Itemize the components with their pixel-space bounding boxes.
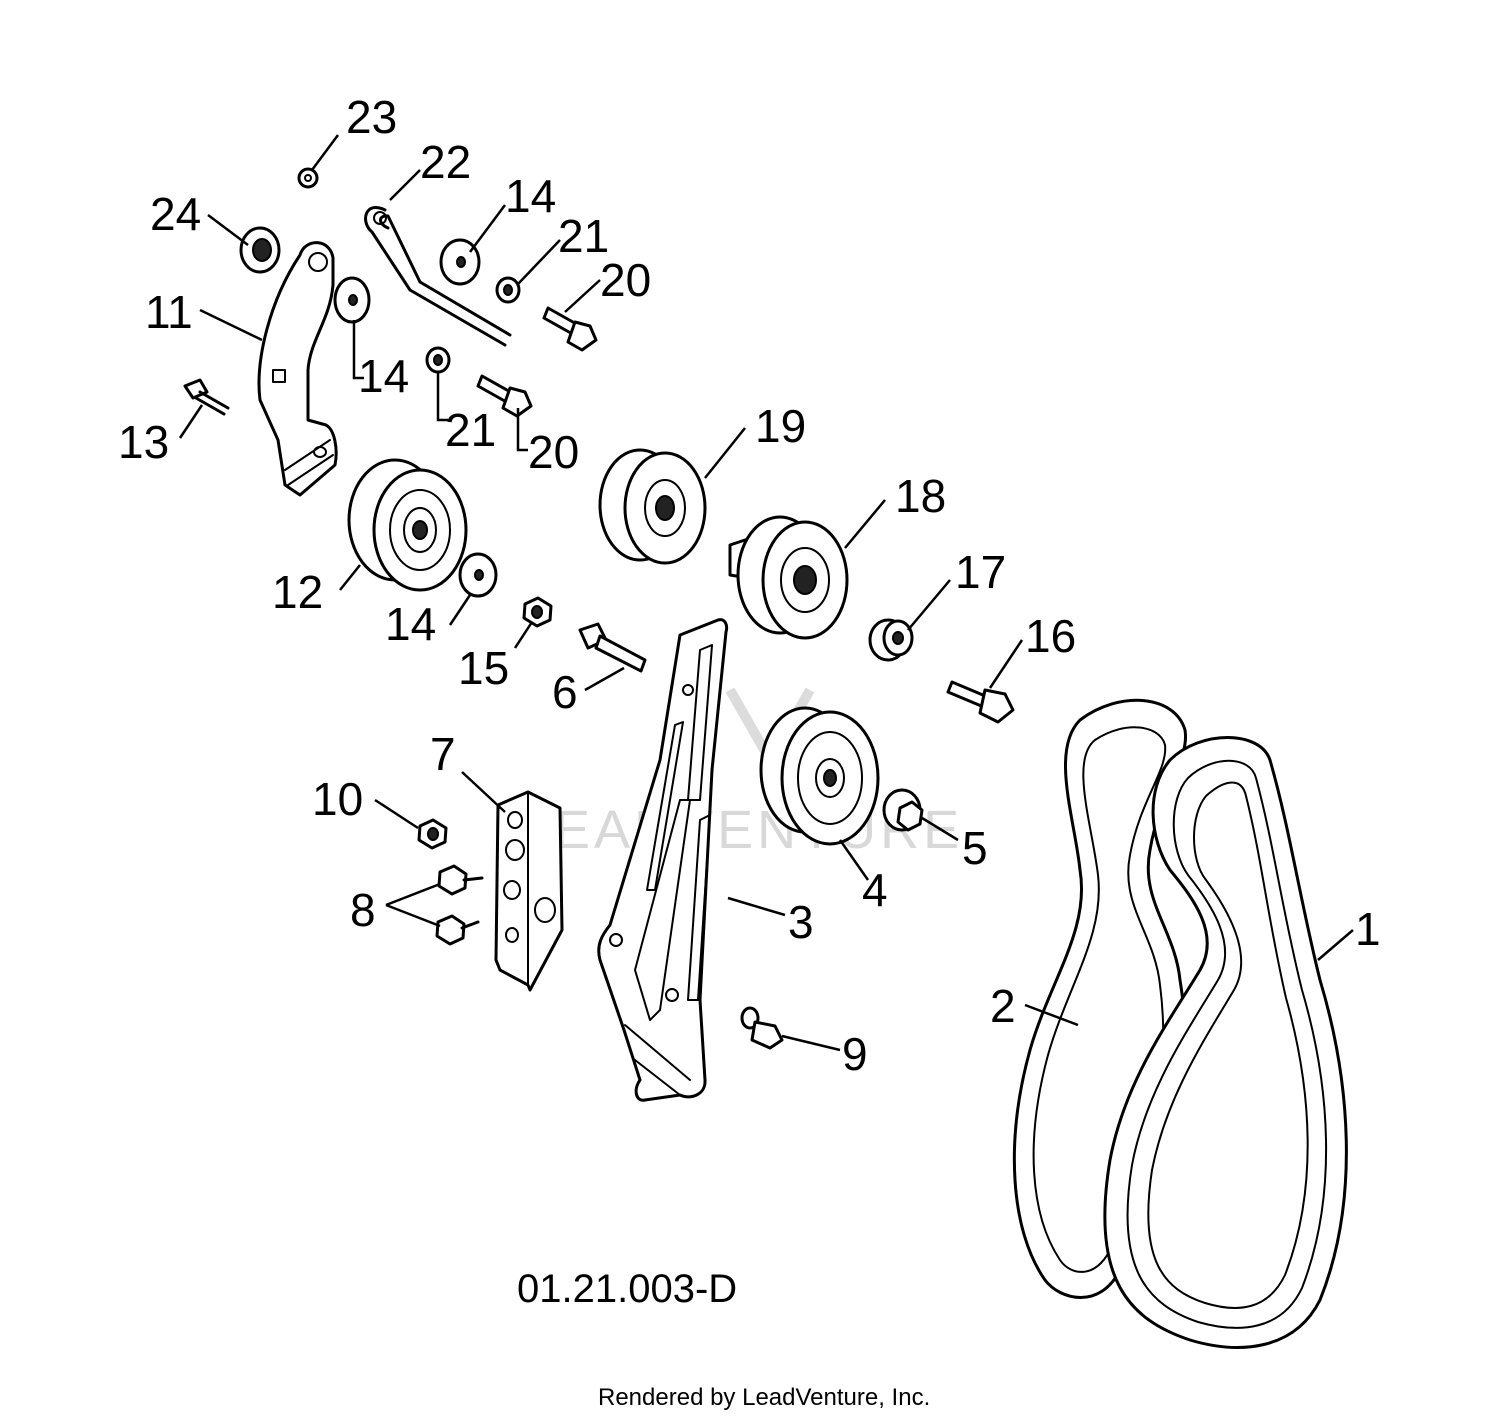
callout-8: 8 — [350, 884, 376, 936]
part-22-rod — [364, 206, 512, 347]
callout-13: 13 — [118, 416, 169, 468]
part-3-bracket — [597, 618, 729, 1102]
part-14-washer-low — [458, 552, 498, 598]
callout-15: 15 — [458, 642, 509, 694]
callout-4: 4 — [862, 864, 888, 916]
callout-14-low: 14 — [385, 598, 436, 650]
part-14-washer-mid — [333, 276, 371, 324]
part-12-pulley — [347, 458, 468, 592]
part-16-bolt — [946, 680, 1015, 724]
part-11-idler-arm — [257, 241, 338, 497]
part-21-nut-mid — [425, 346, 451, 374]
part-24-bushing — [239, 226, 281, 274]
callout-2: 2 — [990, 980, 1016, 1032]
part-15-nut — [522, 596, 553, 628]
callout-23: 23 — [346, 91, 397, 143]
callout-18: 18 — [895, 470, 946, 522]
callout-21-mid: 21 — [445, 404, 496, 456]
callout-21-top: 21 — [558, 210, 609, 262]
part-10-nut — [417, 818, 448, 850]
callout-20-mid: 20 — [528, 426, 579, 478]
part-13-bolt — [183, 378, 230, 416]
callout-14-top: 14 — [505, 170, 556, 222]
callout-22: 22 — [420, 136, 471, 188]
callout-7: 7 — [430, 728, 456, 780]
part-9-pin — [740, 1006, 784, 1050]
callout-10: 10 — [312, 773, 363, 825]
watermark: LEADVENTURE — [520, 687, 959, 860]
leader-lines — [178, 134, 1354, 1052]
callout-20-top: 20 — [600, 254, 651, 306]
part-23-lock-washer — [297, 167, 319, 189]
part-19-pulley — [598, 448, 707, 565]
callout-19: 19 — [755, 400, 806, 452]
callout-16: 16 — [1025, 610, 1076, 662]
part-20-bolt-mid — [476, 374, 533, 418]
part-5-nut — [882, 788, 924, 832]
callout-14-mid: 14 — [358, 350, 409, 402]
callout-17: 17 — [955, 546, 1006, 598]
callout-6: 6 — [552, 666, 578, 718]
callout-12: 12 — [272, 566, 323, 618]
callout-5: 5 — [962, 822, 988, 874]
callout-3: 3 — [788, 896, 814, 948]
callout-9: 9 — [842, 1028, 868, 1080]
part-4-pulley — [759, 706, 880, 846]
part-1-belt — [1103, 736, 1348, 1349]
part-8-bolt-upper — [437, 864, 484, 896]
callout-11: 11 — [145, 286, 193, 338]
part-7-plate — [494, 790, 564, 992]
part-20-bolt-top — [542, 306, 598, 352]
part-8-bolt-lower — [435, 914, 480, 946]
drawing-id: 01.21.003-D — [517, 1267, 737, 1311]
credit-text: Rendered by LeadVenture, Inc. — [598, 1384, 930, 1411]
part-21-nut-top — [495, 276, 521, 304]
part-6-bolt — [578, 622, 647, 673]
callout-1: 1 — [1355, 903, 1381, 955]
part-17-spacer — [868, 618, 914, 662]
callouts: 23 22 24 14 21 20 11 14 21 20 13 19 18 1… — [118, 91, 1381, 1080]
callout-24: 24 — [150, 188, 201, 240]
part-18-pulley — [728, 515, 849, 640]
